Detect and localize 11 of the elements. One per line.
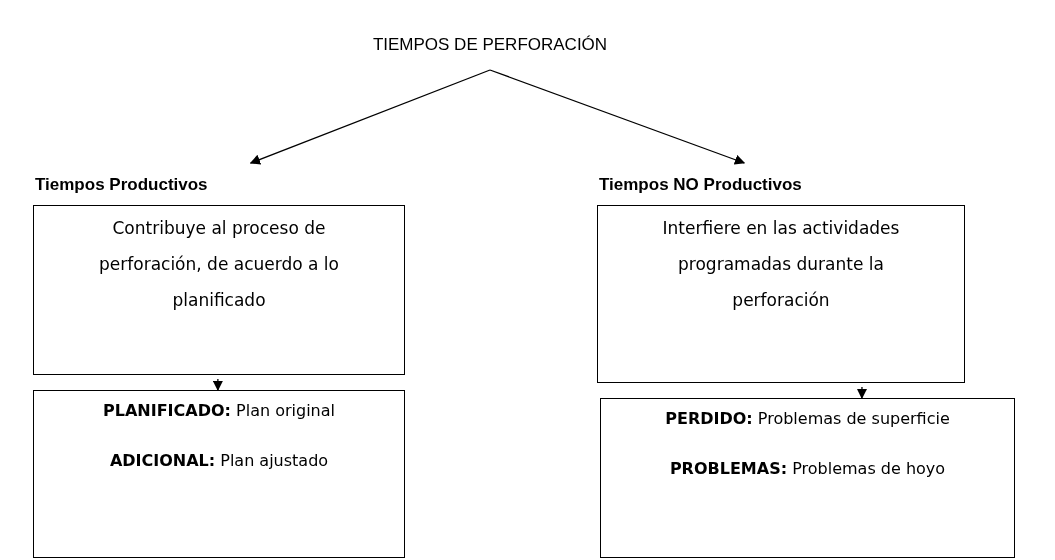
arrow [489, 69, 746, 165]
description-box: Interfiere en las actividades programadas durante la perforación [597, 205, 965, 383]
diagram-heading: TIEMPOS DE PERFORACIÓN [300, 28, 680, 62]
category-heading: Tiempos NO Productivos [599, 175, 802, 195]
category-heading: Tiempos Productivos [35, 175, 208, 195]
arrow [249, 69, 491, 165]
definition-box: PERDIDO: Problemas de superficie PROBLEMAS: Problemas de hoyo [600, 398, 1015, 558]
description-box: Contribuye al proceso de perforación, de acuerdo a lo planificado [33, 205, 405, 375]
definition-box: PLANIFICADO: Plan original ADICIONAL: Plan ajustado [33, 390, 405, 558]
arrow [856, 386, 868, 400]
arrow [212, 378, 224, 392]
